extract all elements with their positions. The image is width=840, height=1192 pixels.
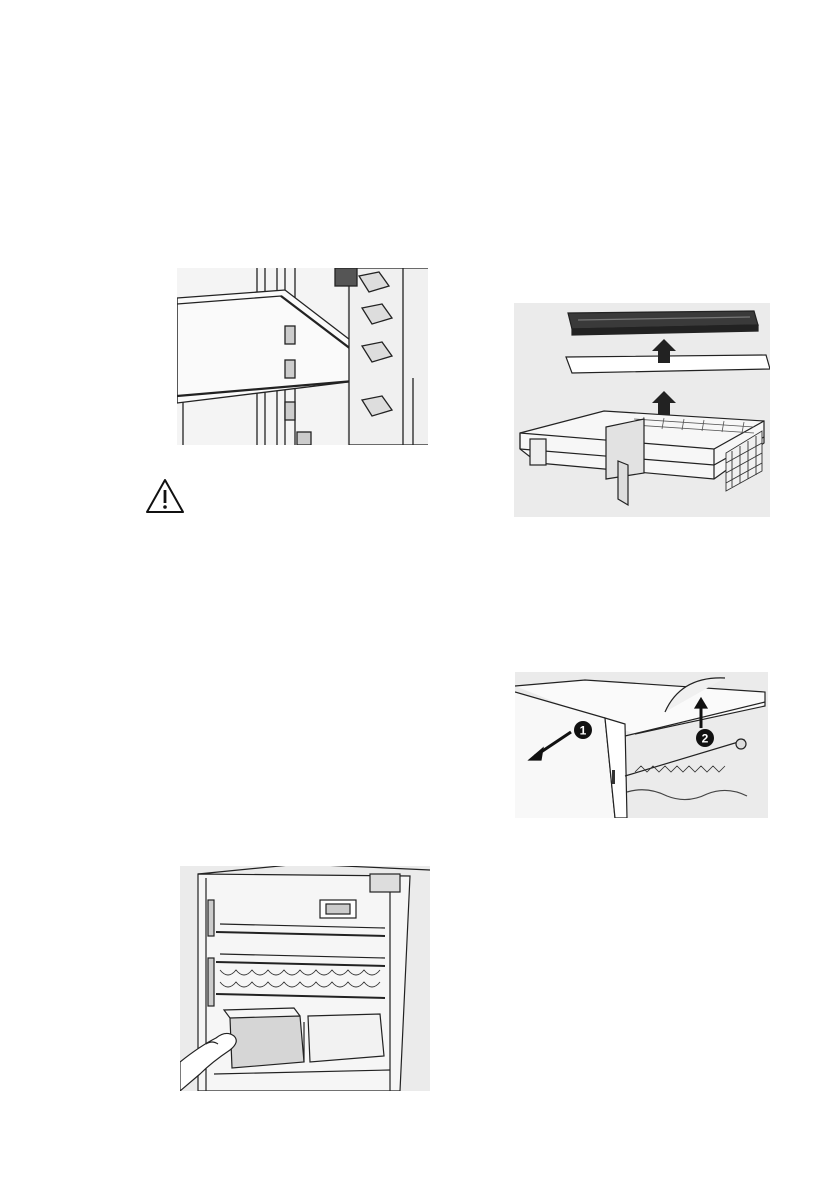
step-2-label: 2: [702, 732, 709, 746]
drawer-removal-illustration: [180, 866, 430, 1091]
warning-triangle-icon: [145, 478, 185, 514]
air-filter-illustration: [514, 303, 770, 517]
crisper-cover-illustration: 1 2: [515, 672, 768, 818]
shelf-illustration: [177, 268, 428, 445]
step-1-label: 1: [580, 724, 587, 738]
